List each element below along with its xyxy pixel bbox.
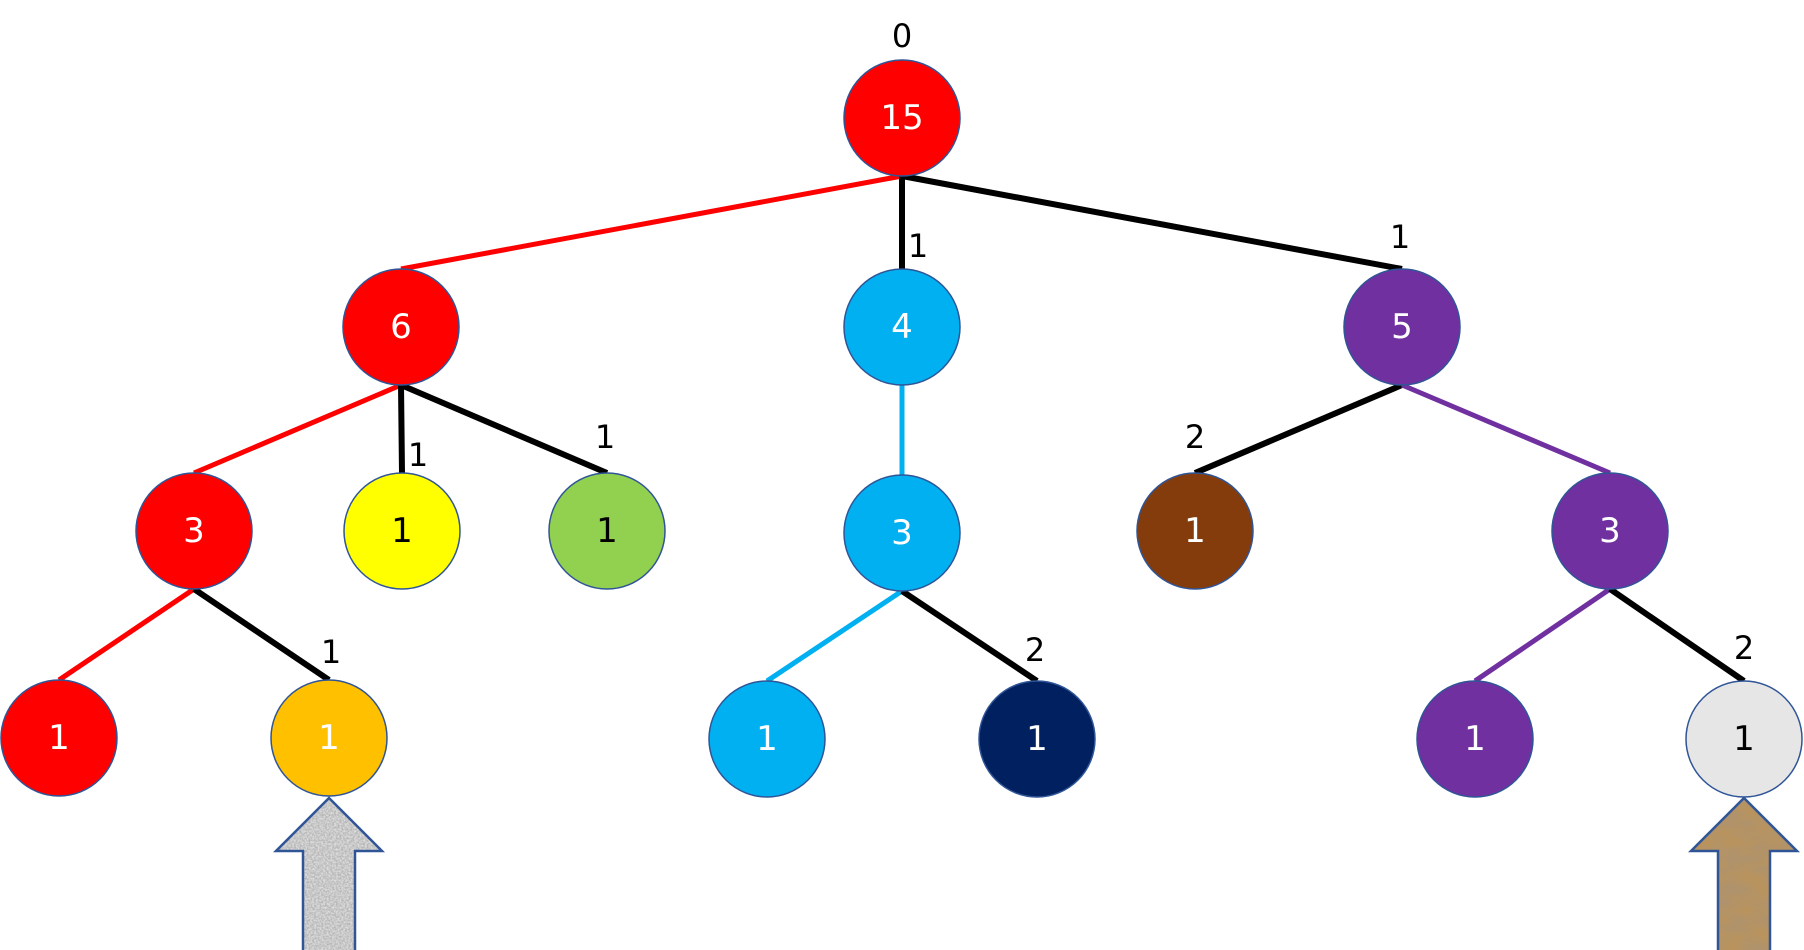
brown-up-arrow-icon <box>1687 796 1801 950</box>
node-value: 3 <box>183 511 205 551</box>
tree-node: 1 <box>708 680 826 798</box>
edge-n15-n6 <box>400 173 903 272</box>
node-value: 1 <box>1026 719 1048 759</box>
edge-n6a-n6ab <box>192 586 331 683</box>
arrow-shape <box>1687 796 1801 950</box>
edge-label: 2 <box>1734 629 1754 667</box>
tree-node: 15 <box>843 59 961 177</box>
edge-n15-n5 <box>901 173 1403 272</box>
edge-n6-n6b <box>398 384 405 474</box>
node-value: 1 <box>596 511 618 551</box>
tree-node: 1 <box>978 680 1096 798</box>
arrows-layer <box>272 796 1801 950</box>
edge-n6-n6a <box>193 382 402 476</box>
gray-up-arrow-icon <box>272 796 386 950</box>
node-value: 1 <box>391 511 413 551</box>
node-circle <box>843 59 961 177</box>
node-value: 1 <box>1464 719 1486 759</box>
tree-node: 1 <box>0 679 118 797</box>
node-circle <box>708 680 826 798</box>
node-circle <box>843 474 961 592</box>
tree-node: 3 <box>1551 472 1669 590</box>
edge-label: 1 <box>408 436 428 474</box>
node-circle <box>270 679 388 797</box>
tree-node: 1 <box>343 472 461 590</box>
node-value: 6 <box>390 307 412 347</box>
arrow-shape <box>272 796 386 950</box>
node-value: 15 <box>880 98 923 138</box>
node-value: 1 <box>48 718 70 758</box>
node-circle <box>0 679 118 797</box>
edge-n6a-n6aa <box>57 586 196 683</box>
edge-n6-n6c <box>399 382 609 476</box>
edge-label: 2 <box>1025 631 1045 669</box>
nodes-layer: 15 6 4 5 3 1 1 3 1 3 1 1 1 1 1 1 <box>0 59 1803 798</box>
tree-node: 3 <box>843 474 961 592</box>
node-circle <box>843 268 961 386</box>
root-depth-label: 0 <box>892 17 912 55</box>
node-value: 3 <box>1599 511 1621 551</box>
node-value: 1 <box>1184 511 1206 551</box>
tree-node: 1 <box>1136 472 1254 590</box>
arrow-shape <box>1691 798 1797 950</box>
edge-label: 1 <box>908 227 928 265</box>
node-circle <box>1551 472 1669 590</box>
tree-node: 1 <box>548 472 666 590</box>
edge-label: 2 <box>1185 418 1205 456</box>
node-circle <box>978 680 1096 798</box>
node-circle <box>548 472 666 590</box>
node-value: 4 <box>891 307 913 347</box>
node-circle <box>1343 268 1461 386</box>
edge-n5-n5a <box>1193 382 1404 476</box>
node-circle <box>1416 680 1534 798</box>
edges-layer <box>57 173 1746 684</box>
edge-label: 1 <box>321 633 341 671</box>
node-value: 1 <box>1733 719 1755 759</box>
node-value: 5 <box>1391 307 1413 347</box>
edge-label: 1 <box>595 418 615 456</box>
edge-n5b-n5bb <box>1608 586 1746 684</box>
tree-node: 6 <box>342 268 460 386</box>
edge-label: 1 <box>1390 218 1410 256</box>
tree-node: 3 <box>135 472 253 590</box>
node-circle <box>342 268 460 386</box>
node-circle <box>135 472 253 590</box>
node-value: 1 <box>756 719 778 759</box>
tree-node: 1 <box>1685 680 1803 798</box>
node-value: 3 <box>891 513 913 553</box>
tree-node: 4 <box>843 268 961 386</box>
tree-node: 1 <box>270 679 388 797</box>
edge-n4a-n4aa <box>765 588 904 684</box>
node-circle <box>343 472 461 590</box>
node-circle <box>1136 472 1254 590</box>
tree-node: 5 <box>1343 268 1461 386</box>
edge-n5-n5b <box>1401 382 1611 476</box>
node-value: 1 <box>318 718 340 758</box>
tree-node: 1 <box>1416 680 1534 798</box>
edge-n5b-n5ba <box>1473 586 1612 684</box>
arrow-shape <box>276 798 382 950</box>
edge-labels-layer: 1 1 1 1 2 1 2 2 <box>321 218 1754 671</box>
edge-n4a-n4ab <box>900 588 1039 684</box>
